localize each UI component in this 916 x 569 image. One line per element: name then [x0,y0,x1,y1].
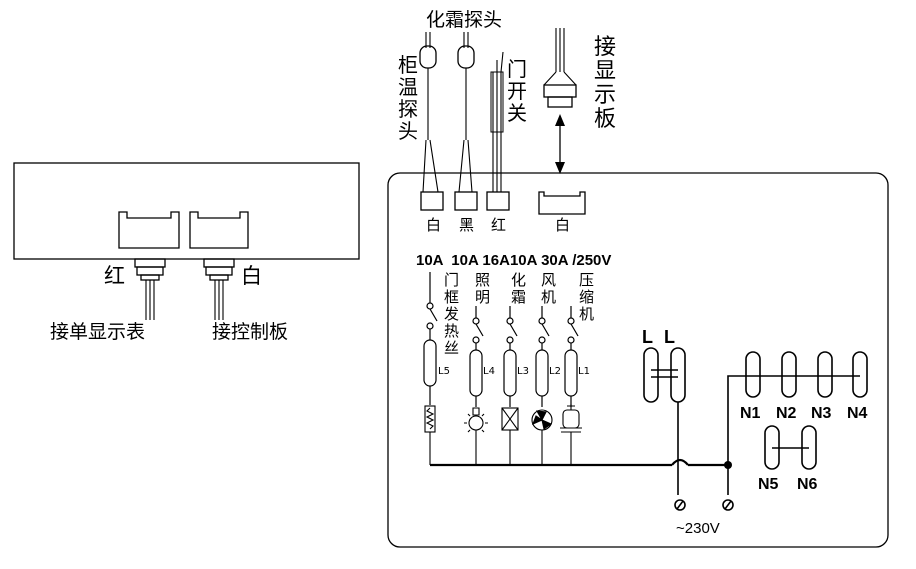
fan-icon [531,409,553,465]
door-switch-label: 门开关 [507,57,527,125]
line-label-l5: L5 [438,366,450,377]
ratings-label: 10A 10A 16A10A 30A /250V [416,252,611,269]
terminal-n2: N2 [776,405,797,422]
terminal-n1: N1 [740,405,761,422]
connector-white-2: 白 [555,216,570,234]
load-label-compressor: 压缩机 [579,271,594,323]
terminal-l-1: L [642,327,653,347]
line-label-l1: L1 [578,366,590,377]
line-label-l3: L3 [517,366,529,377]
sensor-group: 化霜探头 柜温探头 门开关 接显示板 [398,9,616,193]
control-board-caption: 接控制板 [212,321,288,343]
heater-icon [424,405,436,465]
display-meter-caption: 接单显示表 [50,321,145,343]
wire-color-white-label: 白 [241,264,262,288]
display-board: 红 白 接单显示表 接控制板 [13,162,360,343]
line-label-l2: L2 [549,366,561,377]
compressor-icon [560,404,582,465]
display-connector-label: 接显示板 [594,35,616,132]
connector-black: 黑 [459,216,474,234]
defrost-heater-icon [501,407,519,465]
load-label-lighting: 照明 [475,271,490,306]
wire-color-red-label: 红 [104,264,125,288]
terminal-n6: N6 [797,476,818,493]
supply-voltage-label: ~230V [676,520,720,537]
terminal-l-2: L [664,327,675,347]
load-label-fan: 风机 [541,271,556,306]
load-label-door-heater: 门框发热丝 [444,271,459,357]
connector-white-1: 白 [426,216,441,234]
terminal-n3: N3 [811,405,832,422]
bulb-icon [464,407,488,465]
terminal-n4: N4 [847,405,868,422]
load-label-defrost: 化霜 [511,271,526,306]
control-board: 白 黑 红 白 10A 10A 16A10A 30A /250V 门框发热丝 照… [387,172,889,548]
cabinet-temp-probe-label: 柜温探头 [398,53,418,143]
line-label-l4: L4 [483,366,495,377]
connector-red: 红 [491,216,506,234]
defrost-probe-label: 化霜探头 [426,9,502,31]
terminal-n5: N5 [758,476,779,493]
